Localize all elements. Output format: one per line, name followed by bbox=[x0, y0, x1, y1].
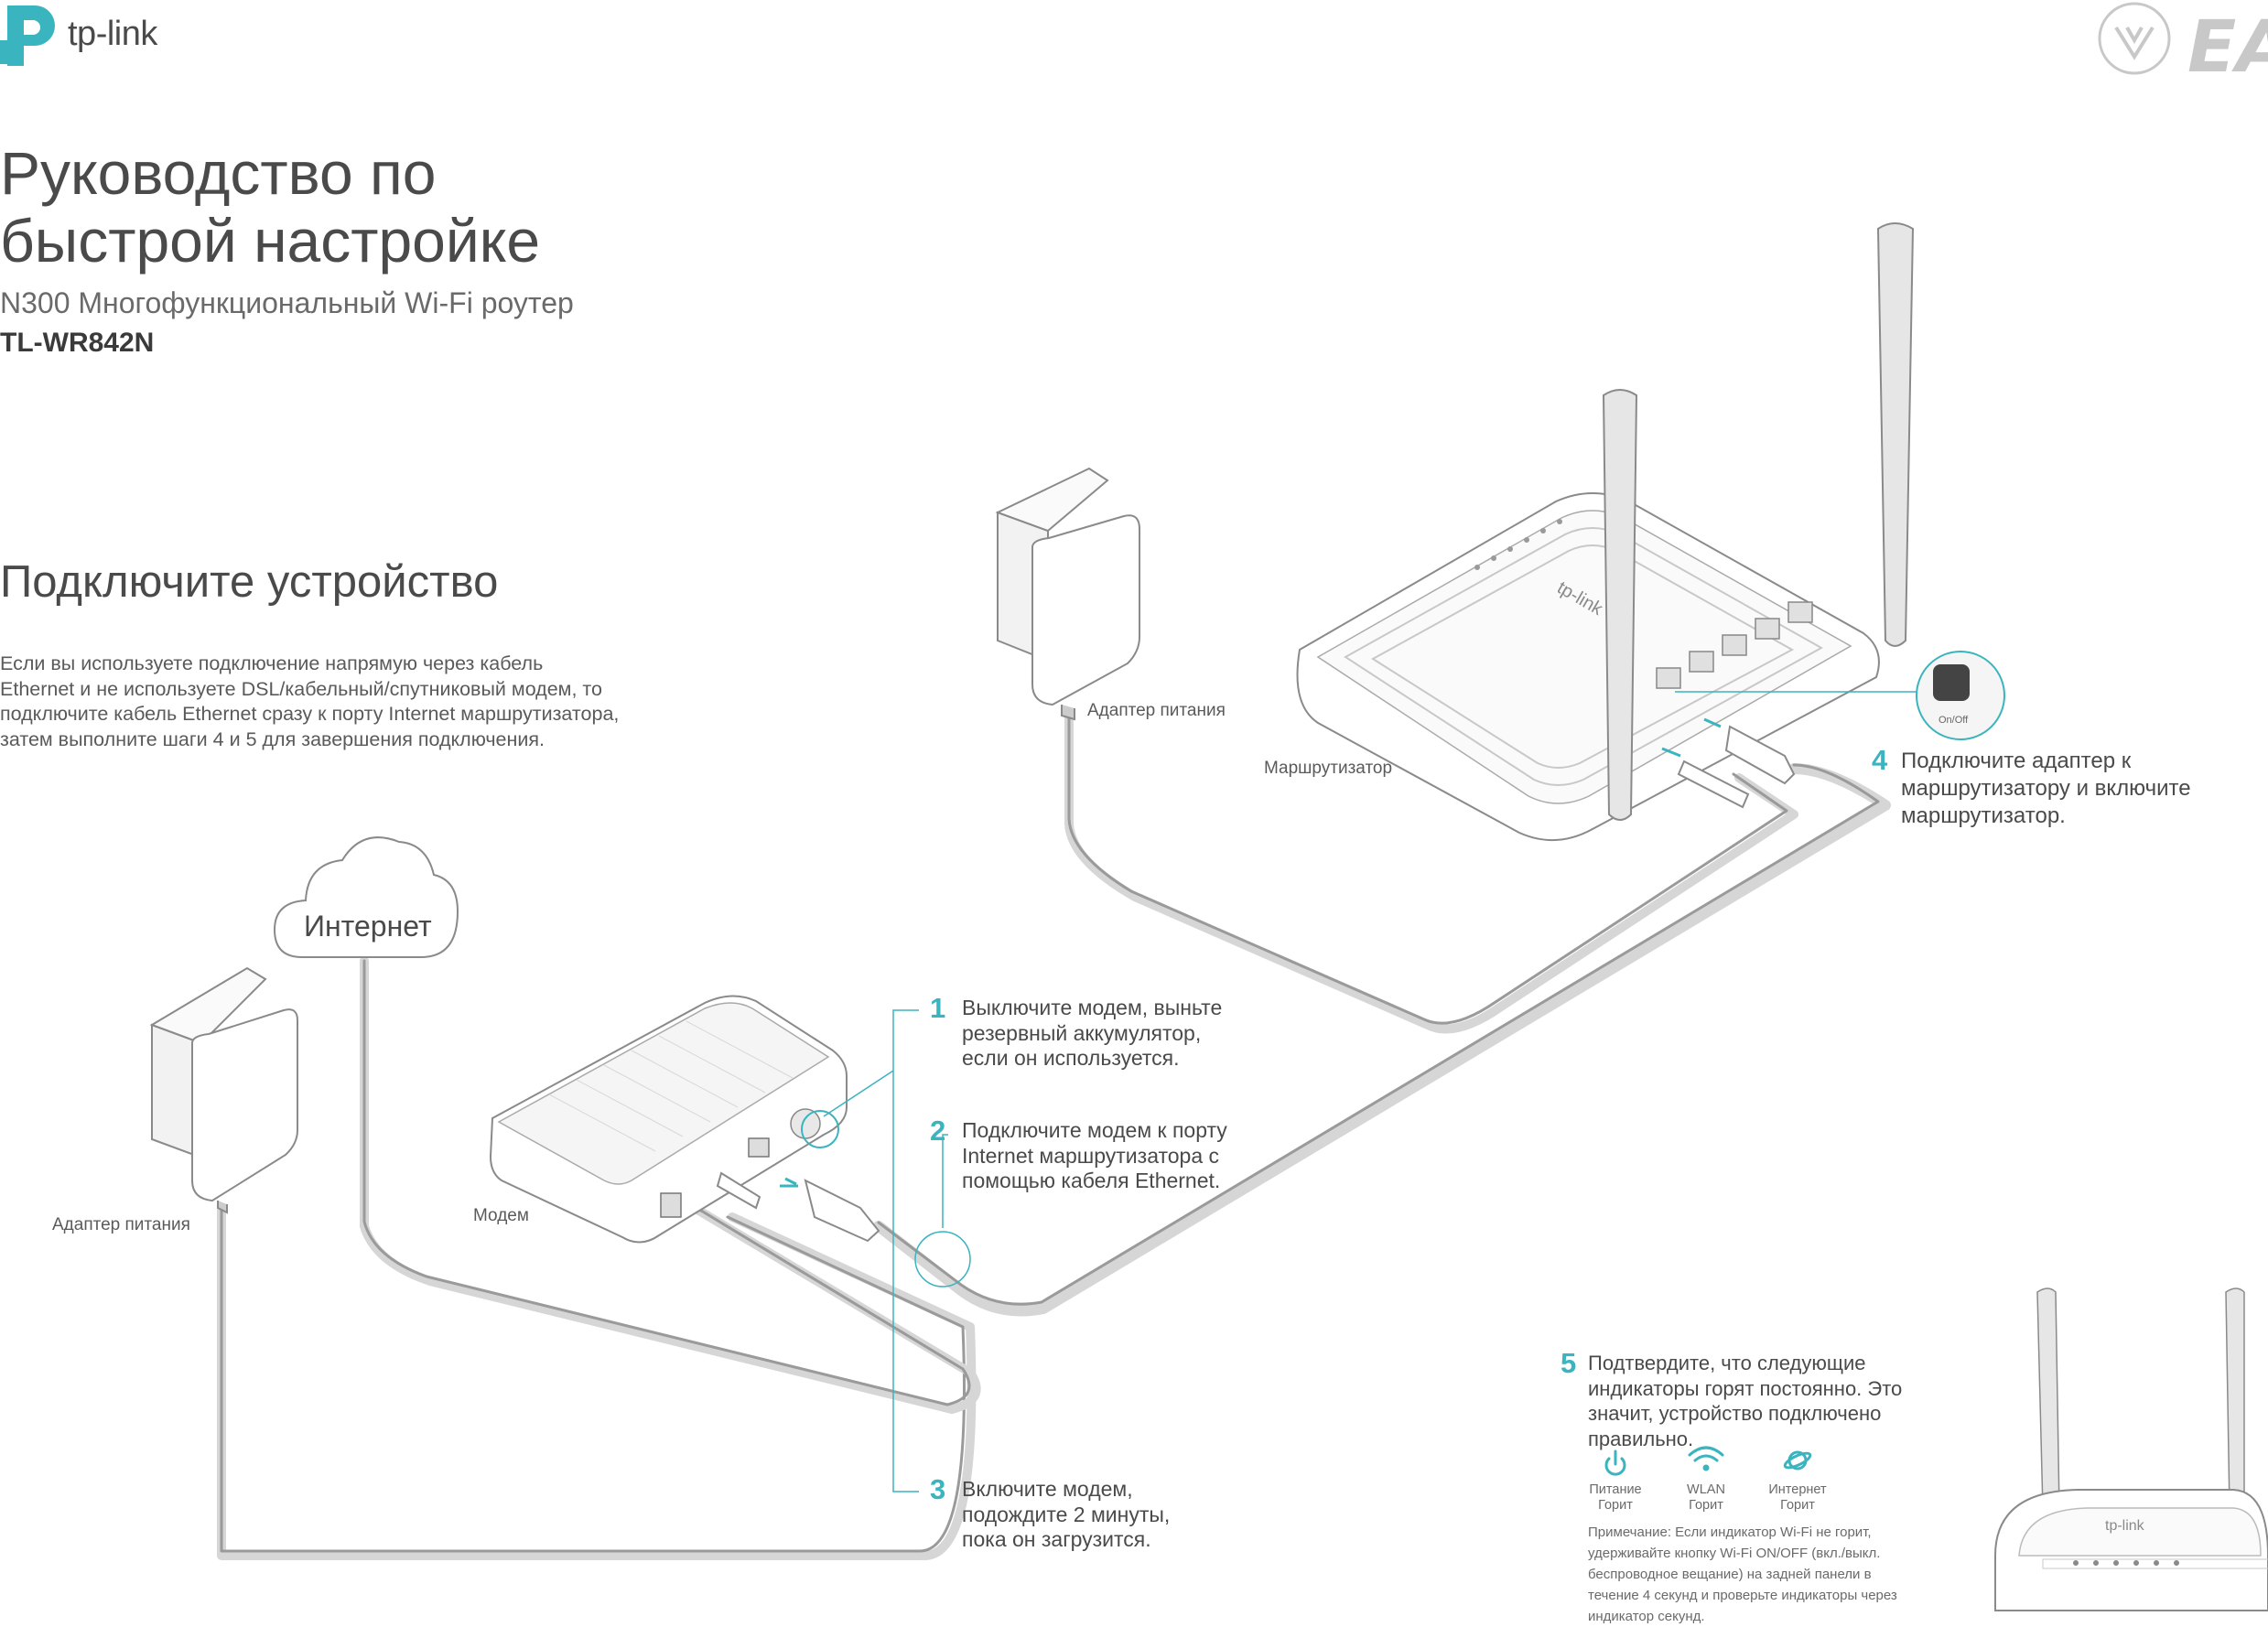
router-front-brand: tp-link bbox=[2105, 1518, 2145, 1534]
certification-marks-icon: EAC bbox=[2098, 2, 2268, 82]
step-1-line: если он используется. bbox=[962, 1046, 1180, 1070]
ethernet-plug-modem-icon bbox=[780, 1177, 880, 1243]
intro-paragraph: Если вы используете подключение напрямую… bbox=[0, 652, 620, 750]
step-4-line: маршрутизатор. bbox=[1901, 803, 2066, 828]
step-5-text: Подтвердите, что следующие индикаторы го… bbox=[1588, 1351, 1902, 1451]
step-1-line: резервный аккумулятор, bbox=[962, 1020, 1202, 1045]
wifi-note: Примечание: Если индикатор Wi-Fi не гори… bbox=[1588, 1522, 1954, 1627]
page-title: Руководство по быстрой настройке bbox=[0, 139, 540, 275]
router-front-icon: tp-link bbox=[1994, 1288, 2268, 1611]
step-5-line: Подтвердите, что следующие bbox=[1588, 1352, 1866, 1374]
step-2-line: Internet маршрутизатора с bbox=[962, 1143, 1220, 1168]
power-adapter-left-icon bbox=[149, 966, 298, 1214]
switch-label: On/Off bbox=[1939, 715, 1969, 726]
step-3-text: Включите модем, подождите 2 минуты, пока… bbox=[962, 1477, 1170, 1553]
step-3-number: 3 bbox=[930, 1473, 946, 1505]
indicator-name: Интернет bbox=[1768, 1482, 1827, 1497]
step-1-line: Выключите модем, выньте bbox=[962, 996, 1223, 1019]
step-5-line: индикаторы горят постоянно. Это bbox=[1588, 1376, 1903, 1400]
cable-internet bbox=[360, 956, 981, 1414]
title-line-2: быстрой настройке bbox=[0, 207, 541, 275]
note-line: течение 4 секунд и проверьте индикаторы … bbox=[1588, 1588, 1897, 1603]
step-2-number: 2 bbox=[930, 1115, 946, 1147]
cable-router-power bbox=[1064, 709, 1798, 1034]
router-icon: tp-link bbox=[1296, 492, 1880, 841]
note-line: беспроводное вещание) на задней панели в bbox=[1588, 1567, 1872, 1582]
indicator-state: Горит bbox=[1598, 1498, 1633, 1513]
product-model: TL-WR842N bbox=[0, 328, 155, 358]
eac-mark: EAC bbox=[2187, 6, 2268, 82]
step-1-text: Выключите модем, выньте резервный аккуму… bbox=[962, 996, 1222, 1072]
product-subtitle: N300 Многофункциональный Wi-Fi роутер bbox=[0, 286, 574, 319]
step-1-number: 1 bbox=[930, 992, 946, 1024]
step-connector-1 bbox=[892, 1009, 919, 1492]
indicator-name: WLAN bbox=[1687, 1482, 1725, 1497]
note-line: Примечание: Если индикатор Wi-Fi не гори… bbox=[1588, 1525, 1872, 1540]
router-antenna-left-icon bbox=[1602, 389, 1638, 821]
step-5-line: правильно. bbox=[1588, 1427, 1694, 1450]
step-4-number: 4 bbox=[1872, 744, 1888, 776]
wifi-icon bbox=[1688, 1446, 1724, 1471]
power-plug-modem-icon bbox=[716, 1171, 761, 1210]
step-2-line: Подключите модем к порту bbox=[962, 1118, 1227, 1142]
section-title: Подключите устройство bbox=[0, 557, 499, 607]
step-4-line: маршрутизатору и включите bbox=[1901, 776, 2191, 801]
globe-icon bbox=[1783, 1450, 1812, 1471]
indicator-state: Горит bbox=[1689, 1498, 1723, 1513]
step-5-line: значит, устройство подключено bbox=[1588, 1402, 1882, 1425]
indicator-name: Питание bbox=[1589, 1482, 1642, 1497]
modem-icon bbox=[489, 995, 848, 1244]
modem-label: Модем bbox=[473, 1206, 529, 1225]
cloud-label: Интернет bbox=[304, 910, 432, 943]
tp-link-logo-icon bbox=[0, 5, 55, 66]
indicator-power: Питание Горит bbox=[1583, 1482, 1647, 1514]
cable-ethernet bbox=[873, 763, 1891, 1317]
adapter-top-label: Адаптер питания bbox=[1087, 701, 1226, 720]
ethernet-plug-router-icon bbox=[1724, 725, 1796, 785]
step-2-line: помощью кабеля Ethernet. bbox=[962, 1169, 1221, 1192]
step-connector-2 bbox=[942, 1134, 948, 1228]
router-label: Маршрутизатор bbox=[1264, 759, 1393, 778]
step-5-number: 5 bbox=[1561, 1347, 1577, 1379]
indicator-internet: Интернет Горит bbox=[1761, 1482, 1834, 1514]
title-line-1: Руководство по bbox=[0, 139, 437, 207]
indicator-state: Горит bbox=[1780, 1498, 1815, 1513]
internet-cloud-icon bbox=[273, 836, 459, 958]
step-3-line: пока он загрузится. bbox=[962, 1527, 1151, 1551]
power-plug-router-icon bbox=[1677, 760, 1750, 809]
step-3-line: Включите модем, bbox=[962, 1477, 1133, 1501]
router-antenna-right-icon bbox=[1876, 222, 1915, 647]
step-3-line: подождите 2 минуты, bbox=[962, 1502, 1171, 1526]
step-2-text: Подключите модем к порту Internet маршру… bbox=[962, 1118, 1227, 1194]
note-line: удерживайте кнопку Wi-Fi ON/OFF (вкл./вы… bbox=[1588, 1546, 1881, 1561]
logo-wordmark: tp-link bbox=[68, 15, 157, 53]
power-adapter-top-icon bbox=[995, 467, 1140, 721]
power-icon bbox=[1604, 1449, 1626, 1476]
adapter-left-label: Адаптер питания bbox=[52, 1215, 190, 1234]
note-line: индикатор секунд. bbox=[1588, 1609, 1705, 1624]
step-4-line: Подключите адаптер к bbox=[1901, 749, 2132, 773]
step-4-text: Подключите адаптер к маршрутизатору и вк… bbox=[1901, 748, 2191, 830]
indicator-wlan: WLAN Горит bbox=[1674, 1482, 1738, 1514]
power-switch-zoom-icon: On/Off bbox=[1675, 651, 2005, 740]
